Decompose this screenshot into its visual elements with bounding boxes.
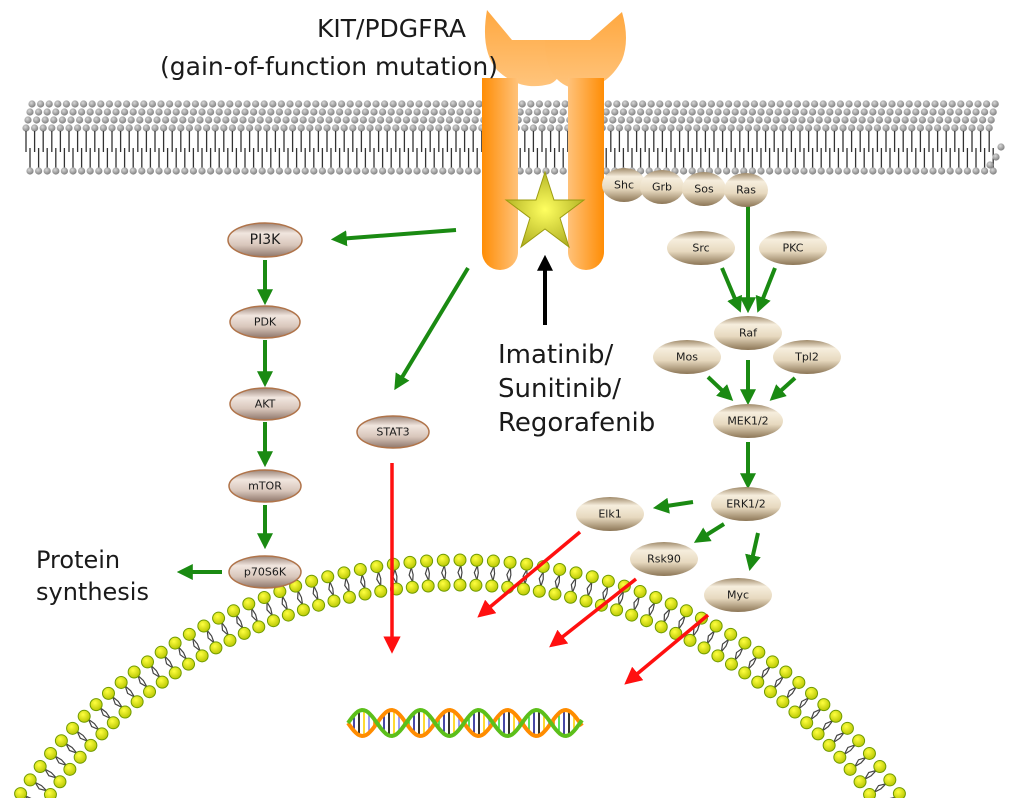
node-label: Raf xyxy=(739,327,758,340)
node-label: AKT xyxy=(255,398,276,411)
receptor-subtitle: (gain-of-function mutation) xyxy=(160,52,499,81)
node-grb: Grb xyxy=(640,170,684,204)
kit-pdgfra-receptor xyxy=(482,10,626,270)
arrow-elk1-to-nucleus xyxy=(477,530,582,618)
arrow-erk-to-rsk90 xyxy=(693,522,726,543)
node-label: Rsk90 xyxy=(647,553,681,566)
drug-label: Imatinib/ Sunitinib/ Regorafenib xyxy=(498,338,655,440)
protein-synthesis-line2: synthesis xyxy=(36,578,149,606)
receptor-head-left xyxy=(484,10,570,87)
arrow-erk-to-myc xyxy=(745,532,761,572)
drug-regorafenib: Regorafenib xyxy=(498,408,656,438)
arrow-myc-to-nucleus xyxy=(624,613,710,685)
arrow-mos-to-mek xyxy=(706,375,734,401)
node-pdk: PDK xyxy=(229,305,301,339)
node-stat3: STAT3 xyxy=(356,415,430,449)
node-label: PDK xyxy=(254,316,277,329)
node-ras: Ras xyxy=(724,173,768,207)
arrow-erk-to-elk1 xyxy=(652,497,694,514)
node-pkc: PKC xyxy=(759,231,827,265)
node-mos: Mos xyxy=(653,340,721,374)
node-erk: ERK1/2 xyxy=(711,487,781,521)
node-label: PKC xyxy=(783,242,804,255)
node-mtor: mTOR xyxy=(228,469,302,503)
node-myc: Myc xyxy=(704,578,772,612)
node-label: Shc xyxy=(614,179,634,192)
mutation-star-icon xyxy=(504,170,586,249)
node-label: Tpl2 xyxy=(794,351,819,364)
node-akt: AKT xyxy=(229,387,301,421)
node-rsk90: Rsk90 xyxy=(630,542,698,576)
arrow-receptor-to-stat3 xyxy=(394,266,470,391)
activation-arrows xyxy=(176,205,797,580)
node-p70s6k: p70S6K xyxy=(228,555,302,589)
node-label: Mos xyxy=(676,351,698,364)
arrow-tpl2-to-mek xyxy=(769,376,797,401)
nuclear-translocation-arrows xyxy=(383,463,710,685)
node-label: Ras xyxy=(736,184,756,197)
node-pi3k: PI3K xyxy=(227,222,303,258)
node-label: mTOR xyxy=(248,480,282,493)
node-label: p70S6K xyxy=(244,566,287,579)
dna-helix-icon xyxy=(346,707,584,739)
receptor-stalk-left xyxy=(482,78,518,270)
node-mek: MEK1/2 xyxy=(713,404,783,438)
node-label: Myc xyxy=(727,589,749,602)
node-raf: Raf xyxy=(714,316,782,350)
node-src: Src xyxy=(667,231,735,265)
plasma-membrane xyxy=(22,100,1005,175)
node-shc: Shc xyxy=(602,168,646,202)
arrow-rsk90-to-nucleus xyxy=(549,577,638,648)
node-label: PI3K xyxy=(250,232,281,248)
node-elk1: Elk1 xyxy=(576,497,644,531)
receptor-title: KIT/PDGFRA xyxy=(317,14,466,43)
node-label: STAT3 xyxy=(376,426,409,439)
protein-synthesis-label: Protein synthesis xyxy=(36,544,149,608)
receptor-stalk-right xyxy=(568,78,604,270)
arrow-src-to-raf xyxy=(720,267,742,313)
arrow-receptor-to-pi3k xyxy=(330,228,457,247)
receptor-head-right xyxy=(545,12,626,89)
nuclear-membrane xyxy=(14,553,906,798)
drug-imatinib: Imatinib/ xyxy=(498,340,614,370)
node-tpl2: Tpl2 xyxy=(773,340,841,374)
arrow-pkc-to-raf xyxy=(755,267,777,313)
node-label: Sos xyxy=(694,183,714,196)
node-label: ERK1/2 xyxy=(726,498,766,511)
protein-synthesis-line1: Protein xyxy=(36,546,121,574)
drug-sunitinib: Sunitinib/ xyxy=(498,374,622,404)
node-label: MEK1/2 xyxy=(727,415,768,428)
node-label: Src xyxy=(692,242,709,255)
node-label: Elk1 xyxy=(598,508,621,521)
node-sos: Sos xyxy=(682,172,726,206)
node-label: Grb xyxy=(652,181,672,194)
